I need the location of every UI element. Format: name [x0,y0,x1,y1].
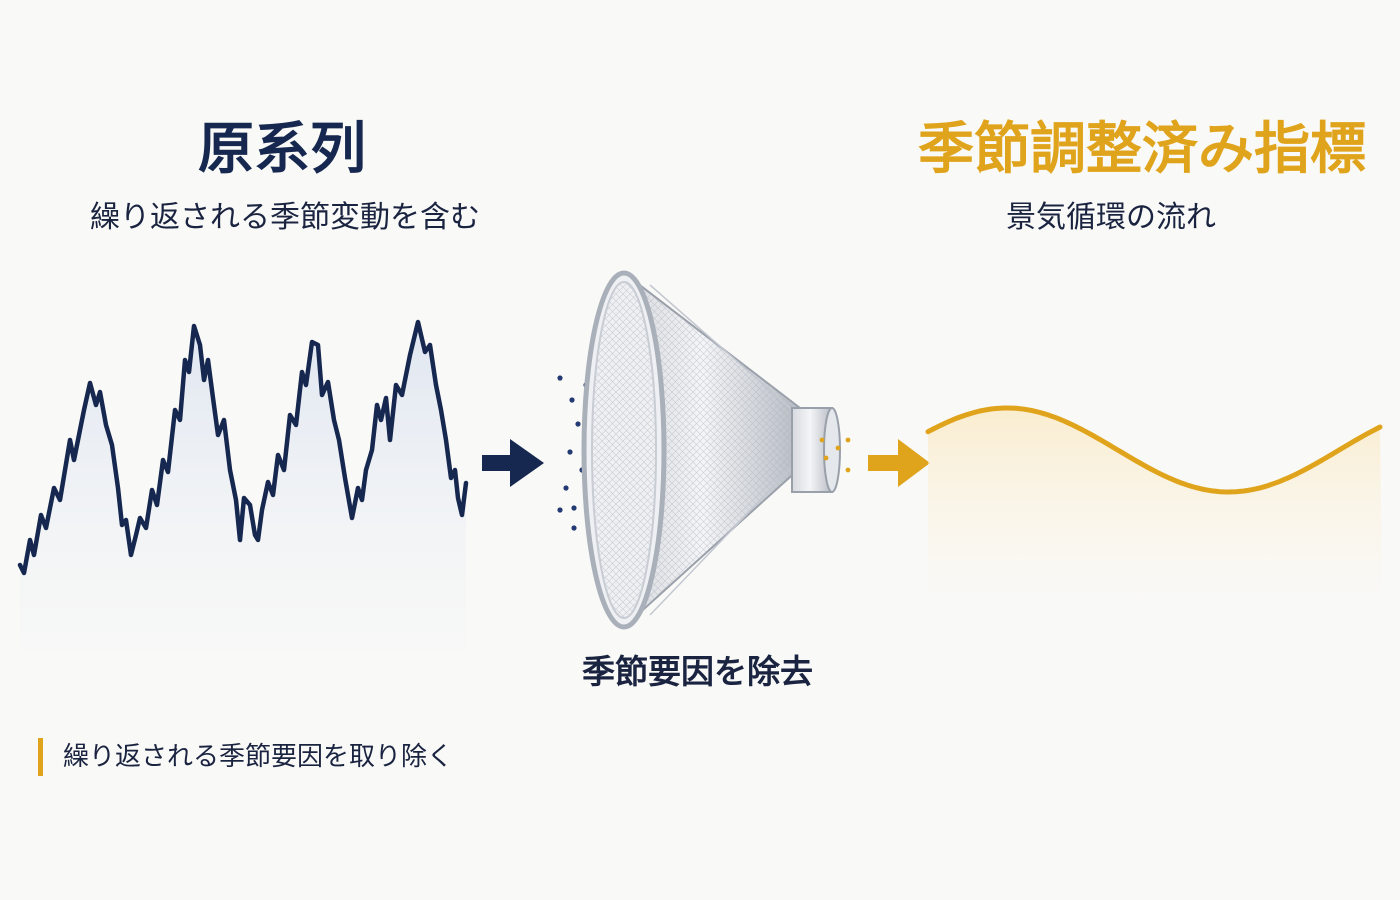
noise-particle [557,507,563,513]
funnel-filter-icon [581,270,841,630]
noise-particle [557,375,563,381]
filtered-dot [845,437,851,443]
noise-particle [563,485,569,491]
noise-particle [567,449,573,455]
adjusted-series-subtitle: 景気循環の流れ [1006,200,1216,235]
arrow-right-icon [868,439,930,487]
adjusted-series-chart [925,405,1383,600]
adjusted-series-title: 季節調整済み指標 [918,117,1366,182]
filtered-dots [819,437,851,473]
original-series-subtitle: 繰り返される季節変動を含む [90,200,480,235]
original-series-title: 原系列 [198,117,366,182]
original-series-line [17,319,469,576]
original-series-area [20,322,466,650]
adjusted-series-area [928,408,1382,600]
filtered-dot [819,437,825,443]
noise-particle [569,397,575,403]
filtered-dot [835,445,841,451]
footnote: 繰り返される季節要因を取り除く [38,738,453,776]
noise-particle [575,421,581,427]
filter-label: 季節要因を除去 [582,652,813,691]
arrow-right-icon [482,439,544,487]
original-series-chart [17,319,469,650]
filtered-dot [823,455,829,461]
noise-particle [571,525,577,531]
adjusted-series-line [925,405,1383,495]
noise-particle [571,505,577,511]
filtered-dot [845,467,851,473]
